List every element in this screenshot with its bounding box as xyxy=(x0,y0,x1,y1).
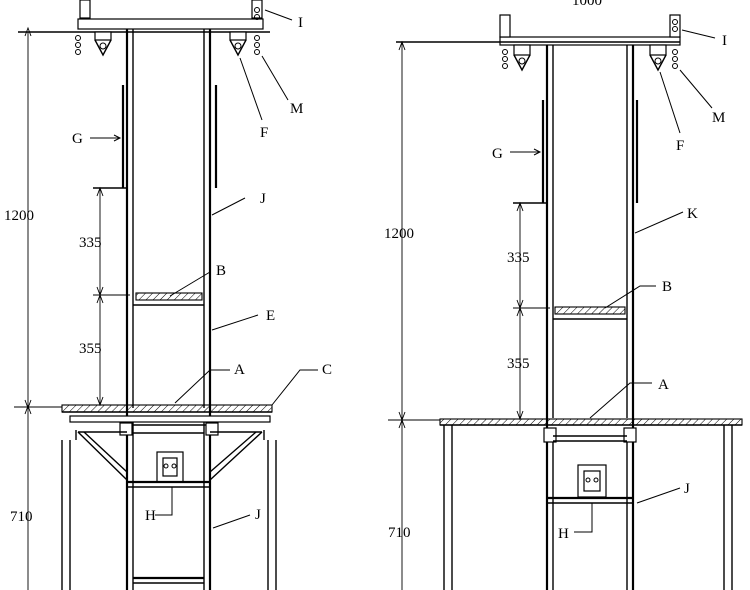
left-top-beam xyxy=(18,0,270,57)
right-dim-710: 710 xyxy=(388,525,411,541)
right-dim-1000: 1000 xyxy=(572,0,602,9)
left-lamp-1 xyxy=(94,31,112,57)
left-label-j-bottom: J xyxy=(255,507,261,523)
right-chain-right xyxy=(672,19,678,69)
left-label-e: E xyxy=(266,308,275,324)
right-lamp-1 xyxy=(513,44,531,72)
right-label-k: K xyxy=(687,206,698,222)
right-label-m: M xyxy=(712,110,725,126)
left-label-h: H xyxy=(145,508,156,524)
right-dim-1200: 1200 xyxy=(384,226,414,242)
left-label-m: M xyxy=(290,101,303,117)
left-chain-left xyxy=(75,35,81,55)
left-label-a: A xyxy=(234,362,245,378)
right-label-i: I xyxy=(722,33,727,49)
left-label-j-top: J xyxy=(260,191,266,207)
left-chain-right xyxy=(254,7,260,55)
left-label-g: G xyxy=(72,131,83,147)
right-label-a: A xyxy=(658,377,669,393)
left-dim-355: 355 xyxy=(79,341,102,357)
right-label-f: F xyxy=(676,138,684,154)
right-view: 1000 xyxy=(384,0,743,590)
right-chain-left xyxy=(502,49,508,69)
left-view: I M F G J B E A C H J 1200 335 355 710 xyxy=(4,0,332,590)
left-dim-1200: 1200 xyxy=(4,208,34,224)
right-label-g: G xyxy=(492,146,503,162)
left-label-c: C xyxy=(322,362,332,378)
right-top-beam xyxy=(396,14,681,72)
right-lamp-2 xyxy=(649,44,667,72)
right-label-j: J xyxy=(684,481,690,497)
left-dim-710: 710 xyxy=(10,509,33,525)
right-label-h: H xyxy=(558,526,569,542)
left-label-b: B xyxy=(216,263,226,279)
right-label-b: B xyxy=(662,279,672,295)
left-label-i: I xyxy=(298,15,303,31)
right-dim-355: 355 xyxy=(507,356,530,372)
left-lamp-2 xyxy=(229,31,247,57)
left-label-f: F xyxy=(260,125,268,141)
right-dim-335: 335 xyxy=(507,250,530,266)
left-dim-335: 335 xyxy=(79,235,102,251)
